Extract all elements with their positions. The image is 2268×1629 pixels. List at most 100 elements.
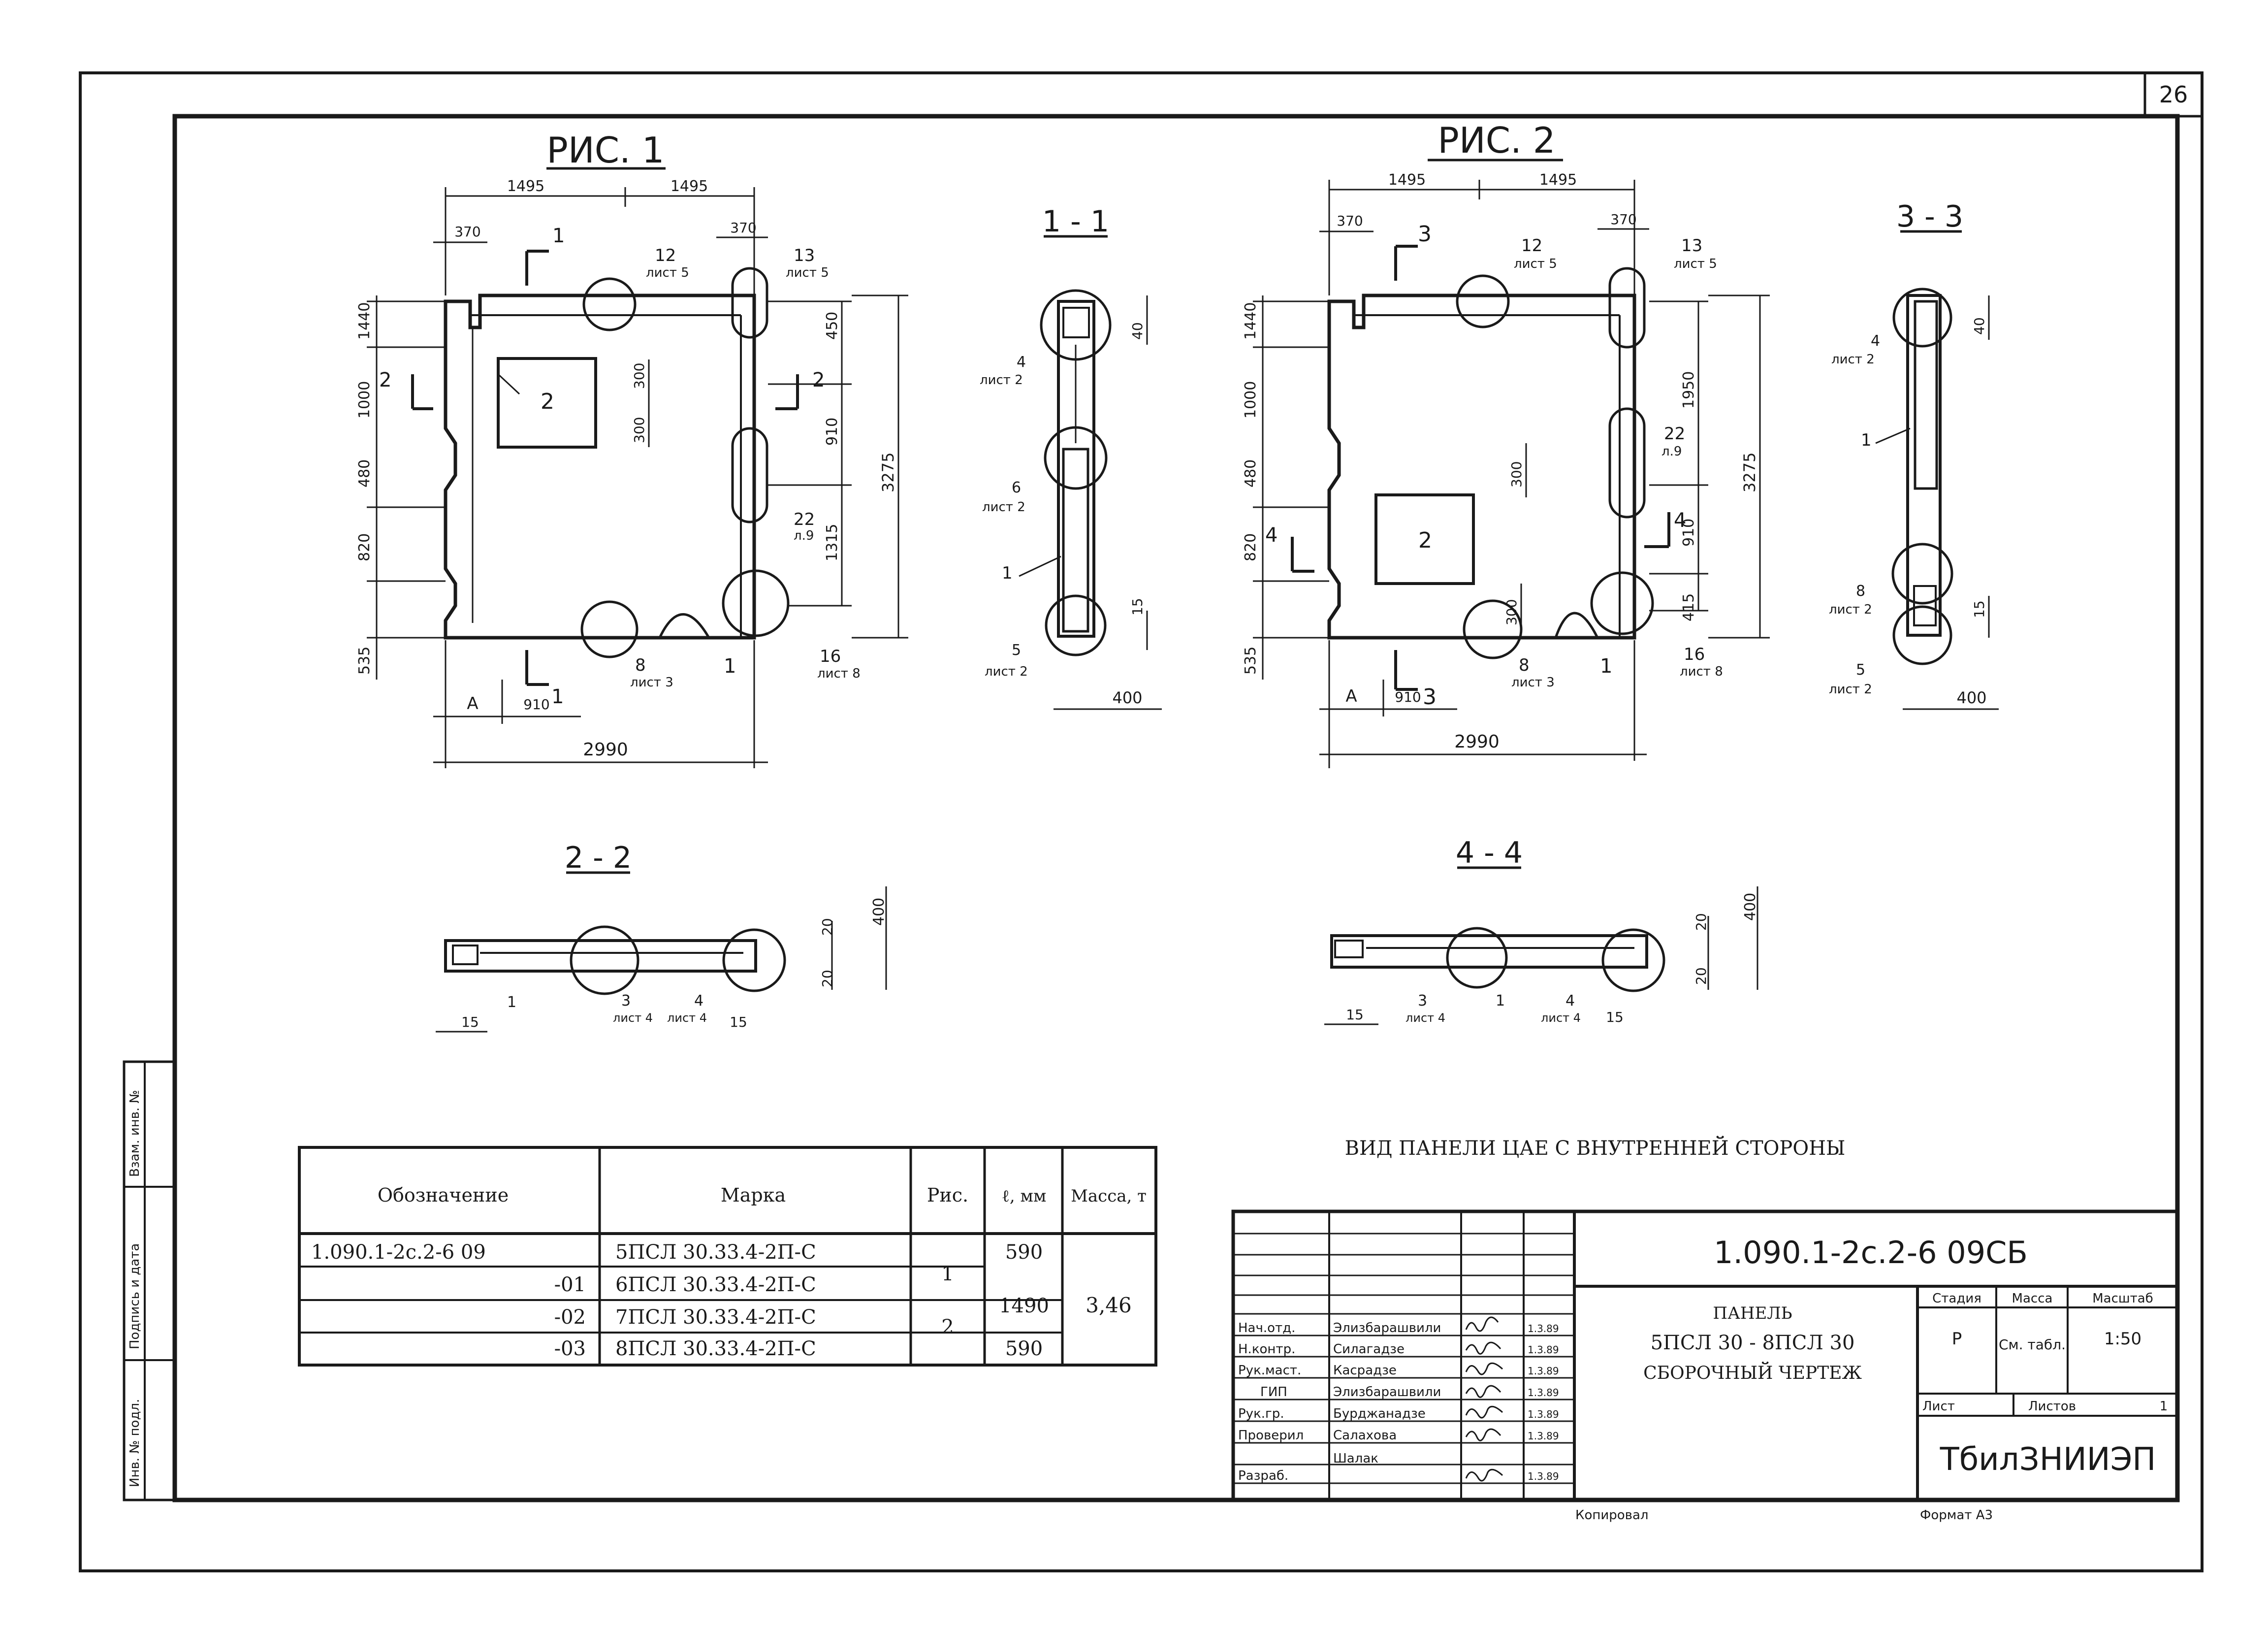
sec44-dim-1: 20 bbox=[1693, 913, 1709, 931]
role-6: Разраб. bbox=[1238, 1468, 1288, 1483]
sec44-callout-4: 4 bbox=[1565, 992, 1575, 1010]
sec11-callout-5: 5 bbox=[1012, 642, 1021, 659]
role-1: Н.контр. bbox=[1238, 1342, 1295, 1357]
tb-org: ТбилЗНИИЭП bbox=[1940, 1441, 2156, 1478]
fig1-panel-outline bbox=[444, 293, 756, 640]
fig2-dim-left-820: 820 bbox=[1242, 533, 1259, 561]
role-4-name: Бурджанадзе bbox=[1333, 1406, 1426, 1421]
sec11-callout-4-sheet: лист 2 bbox=[980, 373, 1023, 388]
sec33-callout-5: 5 bbox=[1856, 661, 1865, 679]
spec-row-3-code: -03 bbox=[554, 1337, 586, 1360]
fig2-section-4-right: 4 bbox=[1674, 509, 1686, 532]
spec-row-0-code: 1.090.1-2с.2-6 09 bbox=[311, 1241, 486, 1264]
spec-row-0-length: 590 bbox=[1005, 1241, 1043, 1264]
sec11-callout-5-sheet: лист 2 bbox=[985, 664, 1028, 679]
sec44-callout-4-sheet: лист 4 bbox=[1541, 1011, 1581, 1025]
sec11-dim-top: 40 bbox=[1129, 322, 1146, 340]
fig2-dim-inner-2: 300 bbox=[1503, 599, 1520, 625]
fig1-dim-inner-2: 300 bbox=[631, 417, 647, 443]
figure-2: РИС. 2 2 12 лист 5 13 лист 5 22 л.9 8 ли… bbox=[1242, 120, 1770, 768]
doc-name-2: 5ПСЛ 30 - 8ПСЛ 30 bbox=[1651, 1332, 1855, 1354]
role-5-name: Салахова bbox=[1333, 1428, 1397, 1443]
spec-row-1-code: -01 bbox=[554, 1273, 586, 1296]
sec44-callout-3: 3 bbox=[1418, 992, 1427, 1010]
fig1-callout-13-sheet: лист 5 bbox=[786, 265, 829, 280]
role-3-date: 1.3.89 bbox=[1528, 1387, 1559, 1399]
spec-header-fig: Рис. bbox=[927, 1184, 968, 1206]
role-6-name: Шалак bbox=[1333, 1451, 1378, 1466]
sec22-callout-4-sheet: лист 4 bbox=[667, 1011, 707, 1025]
sec44-pos-1: 1 bbox=[1496, 992, 1505, 1010]
section-1-1: 1 - 1 4 лист 2 6 лист 2 5 лист 2 1 40 15… bbox=[980, 204, 1162, 710]
sec33-dim-top: 40 bbox=[1971, 317, 1987, 335]
sec33-callout-8: 8 bbox=[1856, 583, 1865, 600]
sec33-pos-1: 1 bbox=[1861, 430, 1872, 450]
sec22-pos-1: 1 bbox=[507, 994, 516, 1011]
sec11-title: 1 - 1 bbox=[1042, 204, 1109, 239]
fig2-dim-right-910: 910 bbox=[1680, 519, 1697, 547]
fig2-dim-right-1950: 1950 bbox=[1680, 371, 1697, 409]
fig1-callout-16-sheet: лист 8 bbox=[817, 666, 861, 681]
fig2-window bbox=[1374, 493, 1475, 585]
doc-code: 1.090.1-2с.2-6 09СБ bbox=[1714, 1235, 2028, 1271]
fig1-section-2-left: 2 bbox=[379, 369, 391, 391]
role-6-date: 1.3.89 bbox=[1528, 1470, 1559, 1482]
fig1-dim-right-910: 910 bbox=[824, 418, 841, 446]
sec33-callout-4-sheet: лист 2 bbox=[1831, 352, 1875, 367]
fig2-section-4-left: 4 bbox=[1265, 524, 1278, 547]
role-0-name: Элизбарашвили bbox=[1333, 1321, 1441, 1336]
role-3: ГИП bbox=[1260, 1385, 1287, 1400]
role-2-date: 1.3.89 bbox=[1528, 1365, 1559, 1377]
fig2-dim-a: A bbox=[1345, 686, 1357, 706]
sec22-dim-3: 20 bbox=[819, 970, 835, 987]
fig2-section-3-bottom: 3 bbox=[1423, 684, 1437, 710]
fig1-dim-left-480: 480 bbox=[356, 459, 373, 488]
fig1-dim-2990: 2990 bbox=[583, 740, 628, 760]
sec22-dim-left: 15 bbox=[461, 1014, 479, 1030]
sec11-pos-1: 1 bbox=[1002, 563, 1013, 583]
spec-row-3-length: 590 bbox=[1005, 1337, 1043, 1360]
fig1-callout-8: 8 bbox=[635, 655, 646, 675]
fig2-dim-left-1000: 1000 bbox=[1242, 381, 1259, 419]
stamp-label-signature: Подпись и дата bbox=[128, 1243, 142, 1349]
fig2-callout-13: 13 bbox=[1681, 236, 1702, 256]
sec44-dim-left: 15 bbox=[1346, 1007, 1364, 1023]
spec-row-2-code: -02 bbox=[554, 1306, 586, 1329]
role-2: Рук.маст. bbox=[1238, 1363, 1301, 1378]
spec-row-1-mark: 6ПСЛ 30.33.4-2П-С bbox=[615, 1273, 816, 1296]
fig2-callout-8-sheet: лист 3 bbox=[1511, 675, 1555, 690]
fig2-pos-window: 2 bbox=[1418, 528, 1432, 553]
fig1-pos-panel: 1 bbox=[724, 655, 736, 678]
spec-header-code: Обозначение bbox=[378, 1184, 509, 1206]
sec11-dim-bottom: 15 bbox=[1129, 598, 1146, 616]
fig2-callout-8: 8 bbox=[1519, 655, 1530, 675]
spec-row-2-length: 1490 bbox=[999, 1295, 1049, 1317]
fig2-section-3-top: 3 bbox=[1418, 222, 1432, 247]
fig2-callout-22: 22 bbox=[1664, 424, 1685, 444]
spec-row-0-mark: 5ПСЛ 30.33.4-2П-С bbox=[615, 1241, 816, 1264]
fig1-section-1-top: 1 bbox=[552, 225, 565, 247]
sec22-dim-1: 20 bbox=[819, 918, 835, 936]
role-1-date: 1.3.89 bbox=[1528, 1344, 1559, 1356]
sec33-callout-4: 4 bbox=[1871, 332, 1880, 350]
sec33-callout-5-sheet: лист 2 bbox=[1829, 682, 1872, 697]
fig1-dim-top-right: 1495 bbox=[671, 178, 708, 195]
role-3-name: Элизбарашвили bbox=[1333, 1385, 1441, 1400]
role-2-name: Касрадзе bbox=[1333, 1363, 1397, 1378]
sec22-callout-3-sheet: лист 4 bbox=[613, 1011, 653, 1025]
tb-stage: Р bbox=[1952, 1329, 1962, 1349]
fig2-dim-left-535: 535 bbox=[1242, 647, 1259, 675]
fig2-callout-16: 16 bbox=[1684, 645, 1705, 664]
section-4-4: 4 - 4 1 3 лист 4 4 лист 4 20 400 20 15 1… bbox=[1324, 836, 1759, 1025]
sec11-dim-width: 400 bbox=[1112, 688, 1142, 707]
spec-header-mark: Марка bbox=[721, 1184, 786, 1206]
spec-row-2-fig: 2 bbox=[941, 1316, 954, 1338]
sec44-dim-3: 20 bbox=[1693, 967, 1709, 985]
fig1-callout-22: 22 bbox=[794, 510, 815, 529]
sec44-callout-3-sheet: лист 4 bbox=[1406, 1011, 1445, 1025]
fig2-dim-2990: 2990 bbox=[1454, 732, 1500, 752]
sec44-dim-2: 400 bbox=[1742, 893, 1759, 921]
fig1-dim-top-left: 1495 bbox=[507, 178, 544, 195]
tb-stage-header: Стадия bbox=[1932, 1291, 1981, 1306]
